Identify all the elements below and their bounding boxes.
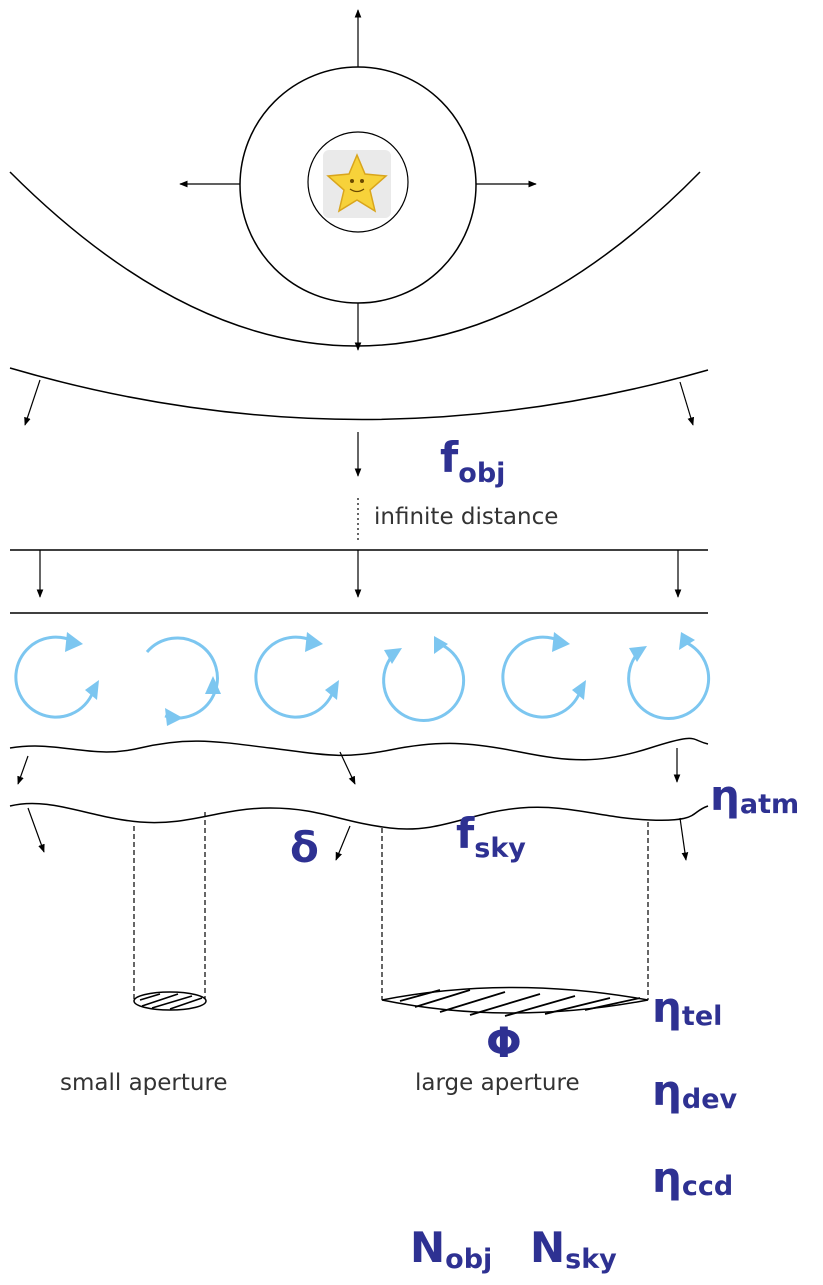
symbol-n-sky: Nsky	[530, 1223, 617, 1275]
arrow-down-left-icon	[335, 825, 351, 861]
symbol-eta-tel: ηtel	[652, 983, 722, 1032]
swirl-arrow-icon	[145, 636, 221, 726]
large-aperture	[381, 822, 649, 1017]
swirl-arrow-icon	[627, 632, 711, 720]
symbol-eta-dev: ηdev	[652, 1066, 738, 1115]
large-aperture-label: large aperture	[415, 1070, 580, 1096]
infinite-distance-label: infinite distance	[374, 504, 558, 530]
inner-source-circle	[307, 131, 409, 233]
swirl-arrow-icon	[501, 632, 586, 719]
symbol-n-obj: Nobj	[410, 1223, 492, 1275]
arrow-down-right-icon	[27, 807, 45, 853]
atmospheric-turbulence	[14, 632, 711, 726]
swirl-arrow-icon	[14, 632, 99, 719]
distorted-wavefront-1	[9, 737, 709, 761]
symbol-eta-ccd: ηccd	[652, 1153, 733, 1202]
symbol-eta-atm: ηatm	[710, 771, 799, 820]
arrow-down-right-icon	[339, 751, 356, 785]
distorted-wavefront-2	[9, 802, 709, 830]
symbol-f-obj: fobj	[440, 433, 505, 489]
swirl-arrow-icon	[382, 636, 466, 722]
symbol-phi: Φ	[486, 1018, 522, 1067]
smiling-star-icon	[326, 153, 388, 213]
arrow-down-left-icon	[17, 755, 29, 785]
small-aperture	[133, 812, 207, 1011]
small-aperture-label: small aperture	[60, 1070, 228, 1096]
wavefront-arc-1	[9, 171, 701, 347]
arrow-down-icon	[679, 817, 689, 861]
swirl-arrow-icon	[254, 632, 339, 719]
wavefront-arc-2	[9, 367, 709, 421]
arrow-down-left-icon	[24, 379, 41, 426]
symbol-f-sky: fsky	[456, 809, 526, 864]
source-star	[179, 9, 537, 351]
symbol-delta: δ	[290, 823, 319, 872]
arrow-down-right-icon	[679, 381, 695, 426]
